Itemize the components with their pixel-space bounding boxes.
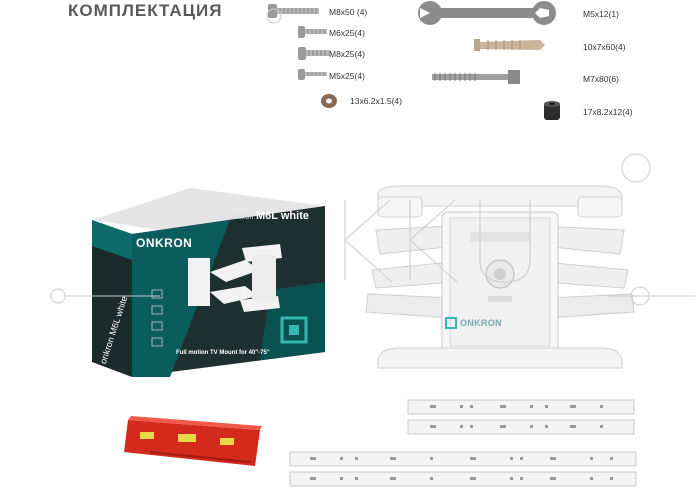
bubble-level-icon: [124, 416, 262, 466]
label-anchor: 10x7x60(4): [583, 42, 626, 52]
label-m6x25: M6x25(4): [329, 28, 365, 38]
lag-bolt-icon: [432, 70, 520, 84]
mount-logo-icon: [445, 317, 457, 329]
screw-m5x25-icon: [298, 69, 327, 80]
box-brand: ONKRON: [136, 236, 193, 250]
mount-brand: ONKRON: [460, 318, 502, 328]
label-m8x25: M8x25(4): [329, 49, 365, 59]
label-m8x50: M8x50 (4): [329, 7, 368, 17]
watermark-icon: [50, 8, 695, 306]
screw-m6x25-icon: [298, 26, 327, 38]
kit-title: КОМПЛЕКТАЦИЯ: [68, 1, 223, 20]
box-model: M6L white: [256, 210, 309, 222]
wrench-icon: [418, 1, 556, 25]
vesa-rails: [289, 399, 637, 487]
label-washer: 13x6.2x1.5(4): [350, 96, 402, 106]
screw-m8x25-icon: [298, 47, 330, 60]
label-spacer: 17x8.2x12(4): [583, 107, 633, 117]
anchor-icon: [474, 39, 545, 51]
label-wrench: M5x12(1): [583, 9, 619, 19]
washer-icon: [321, 94, 337, 108]
box-brand-small: onkron: [232, 214, 254, 221]
label-lag-bolt: M7x80(6): [583, 74, 619, 84]
label-m5x25: M5x25(4): [329, 71, 365, 81]
wall-mount-icon: [365, 185, 635, 369]
product-box: [92, 188, 325, 377]
box-tagline: Full motion TV Mount for 40"-75": [176, 350, 270, 356]
spacer-icon: [544, 101, 560, 120]
screw-m8x50-icon: [268, 4, 319, 18]
box-logo-icon: [280, 316, 308, 344]
